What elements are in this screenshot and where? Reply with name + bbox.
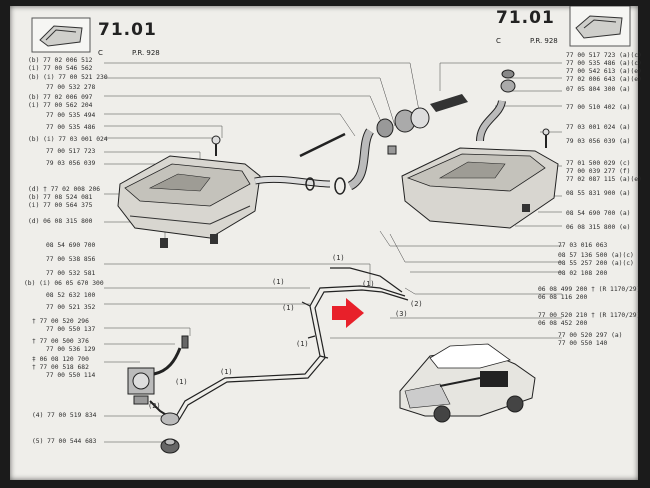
right-label-11: 08 55 831 900 (a) [566, 190, 631, 197]
right-label-6: 77 03 001 024 (a) [566, 124, 631, 131]
left-label-7: 77 00 535 486 [46, 124, 96, 131]
right-label-3: 77 02 006 643 (a)(e) [566, 76, 642, 83]
header-left: 71.01 C P.R. 928 [98, 20, 160, 59]
left-label-18: (b) (i) 06 05 670 300 [24, 280, 104, 287]
fuel-tank-right [401, 69, 559, 229]
left-label-29: (5) 77 00 544 683 [32, 438, 97, 445]
right-label-23: 77 00 550 140 [558, 340, 608, 347]
right-label-2: 77 00 542 613 (a)(e) [566, 68, 642, 75]
left-label-20: 77 00 521 352 [46, 304, 96, 311]
left-label-14: (d) 06 08 315 800 [28, 218, 93, 225]
left-label-11: (d) † 77 02 008 206 [28, 186, 101, 193]
callout-2: (1) [282, 304, 295, 312]
right-label-22: 77 00 520 297 (a) [558, 332, 623, 339]
right-label-20: 77 00 520 210 † (R 1170/29) [538, 312, 641, 319]
left-label-12: (b) 77 08 524 081 [28, 194, 93, 201]
sub-c-left: C [98, 49, 103, 57]
right-label-4: 07 05 804 300 (a) [566, 86, 631, 93]
left-label-4: (b) 77 02 006 097 [28, 94, 93, 101]
catalog-page: 71.01 C P.R. 928 71.01 C P.R. 928 (b) 77… [10, 6, 642, 480]
left-label-28: (4) 77 00 519 834 [32, 412, 97, 419]
callout-4: (1) [220, 368, 233, 376]
filler-neck-left [254, 107, 430, 195]
sub-pr-right: P.R. 928 [529, 37, 558, 45]
right-label-10: 77 02 087 115 (a)(e) [566, 176, 642, 183]
page-drawing [31, 6, 631, 454]
left-label-17: 77 00 532 581 [46, 270, 96, 277]
left-label-6: 77 00 535 494 [46, 112, 96, 119]
sub-c-right: C [496, 37, 501, 45]
left-label-5: (i) 77 00 562 204 [28, 102, 93, 109]
callout-1: (1) [272, 278, 285, 286]
right-label-8: 77 01 500 029 (c) [566, 160, 631, 167]
callout-7: (2) [148, 402, 161, 410]
left-label-8: (b) (i) 77 03 001 024 [28, 136, 108, 143]
sub-pr-left: P.R. 928 [131, 49, 160, 57]
left-label-19: 08 52 632 100 [46, 292, 96, 299]
left-label-27: 77 00 550 114 [46, 372, 96, 379]
callout-0: (1) [332, 254, 345, 262]
right-label-1: 77 00 535 486 (a)(c) [566, 60, 642, 67]
left-label-1: (i) 77 00 546 562 [28, 65, 93, 72]
left-label-15: 08 54 690 700 [46, 242, 96, 249]
left-label-3: 77 00 532 278 [46, 84, 96, 91]
left-label-10: 79 03 056 039 [46, 160, 96, 167]
callout-3: (1) [296, 340, 309, 348]
callout-6: (2) [410, 300, 423, 308]
right-label-18: 06 08 499 200 † (R 1170/29) [538, 286, 641, 293]
header-right: 71.01 C P.R. 928 [496, 8, 558, 47]
right-label-12: 08 54 690 700 (a) [566, 210, 631, 217]
left-label-25: ‡ 06 08 120 700 [32, 356, 89, 363]
left-label-0: (b) 77 02 006 512 [28, 57, 93, 64]
fuel-tank-left [117, 135, 261, 248]
section-number-right: 71.01 [496, 8, 555, 28]
right-label-7: 79 03 056 039 (a) [566, 138, 631, 145]
right-label-16: 08 55 257 200 (a)(c) [558, 260, 634, 267]
callout-8: (3) [395, 310, 408, 318]
left-label-13: (i) 77 00 564 375 [28, 202, 93, 209]
left-leader-lines [104, 62, 421, 443]
fuel-pump-assembly [127, 335, 189, 454]
callout-9: (1) [362, 280, 375, 288]
fuel-lines [174, 267, 409, 421]
left-label-21: † 77 00 520 296 [32, 318, 89, 325]
right-label-0: 77 00 517 723 (a)(c) [566, 52, 642, 59]
car-illustration [399, 343, 536, 423]
right-label-21: 06 08 452 200 [538, 320, 588, 327]
left-label-2: (b) (i) 77 00 521 230 [28, 74, 108, 81]
left-label-9: 77 00 517 723 [46, 148, 96, 155]
right-label-14: 77 03 016 063 [558, 242, 608, 249]
left-label-23: † 77 00 500 376 [32, 338, 89, 345]
red-arrow-indicator [332, 298, 364, 328]
thumbnail-left [31, 17, 91, 53]
left-label-16: 77 00 538 856 [46, 256, 96, 263]
right-label-13: 06 08 315 800 (e) [566, 224, 631, 231]
callout-5: (1) [175, 378, 188, 386]
right-label-9: 77 00 039 277 (f) [566, 168, 631, 175]
section-number-left: 71.01 [98, 20, 157, 40]
right-label-17: 08 02 108 200 [558, 270, 608, 277]
left-label-22: 77 00 550 137 [46, 326, 96, 333]
right-label-5: 77 00 510 402 (a) [566, 104, 631, 111]
right-label-15: 08 57 136 500 (a)(c) [558, 252, 634, 259]
right-label-19: 06 08 116 200 [538, 294, 588, 301]
thumbnail-right [569, 6, 631, 47]
left-label-26: † 77 00 518 682 [32, 364, 89, 371]
left-label-24: 77 00 536 129 [46, 346, 96, 353]
